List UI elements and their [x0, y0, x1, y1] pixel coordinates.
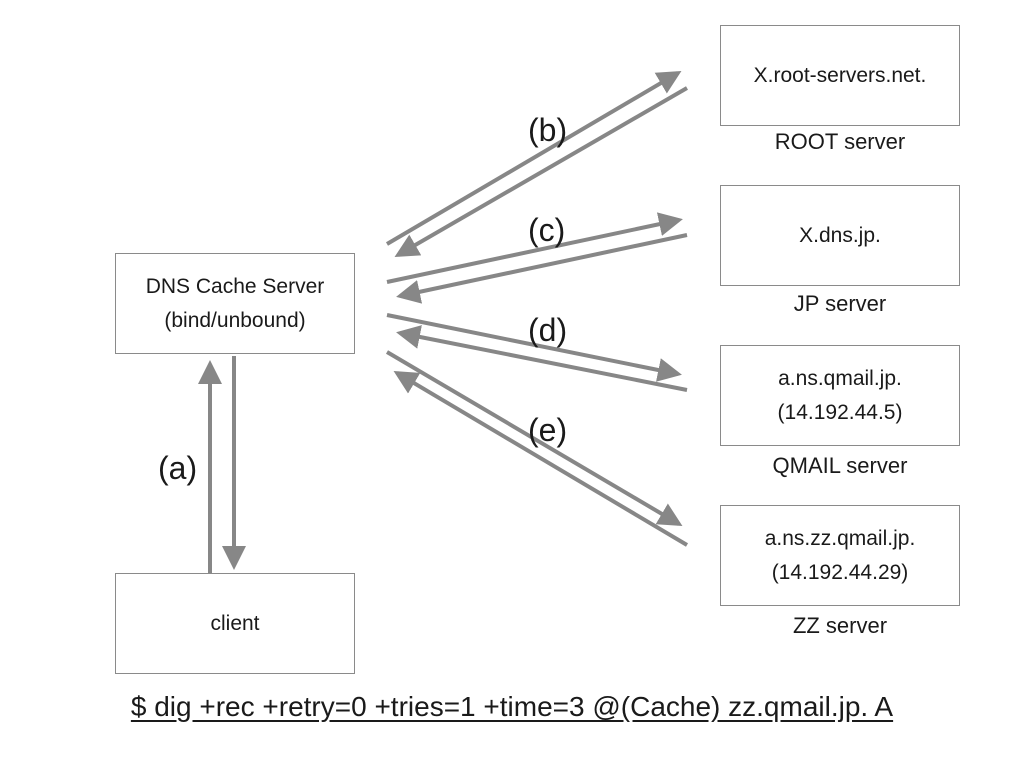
step-label-c: (c): [528, 212, 566, 248]
jp-server-box: X.dns.jp.: [720, 185, 960, 286]
arrow-cache-to-qmail: [386, 313, 682, 382]
dns-cache-server-box: DNS Cache Server (bind/unbound): [115, 253, 355, 354]
arrow-root-to-cache: [394, 86, 689, 258]
arrow-cache-to-jp: [386, 212, 683, 284]
root-server-box: X.root-servers.net.: [720, 25, 960, 126]
jp-server-caption: JP server: [793, 291, 887, 316]
root-server-host: X.root-servers.net.: [753, 63, 927, 87]
step-label-d: (d): [528, 312, 568, 348]
client-box: client: [115, 573, 355, 674]
zz-server-box: a.ns.zz.qmail.jp. (14.192.44.29): [720, 505, 960, 606]
step-label-b: (b): [528, 112, 568, 148]
dns-cache-server-software: (bind/unbound): [164, 308, 306, 332]
dig-command-text: $ dig +rec +retry=0 +tries=1 +time=3 @(C…: [130, 691, 894, 722]
qmail-server-ip: (14.192.44.5): [777, 400, 903, 424]
arrow-jp-to-cache: [396, 233, 688, 304]
dig-command: $ dig +rec +retry=0 +tries=1 +time=3 @(C…: [0, 690, 1024, 724]
root-server-caption: ROOT server: [774, 129, 906, 154]
qmail-server-host: a.ns.qmail.jp.: [778, 366, 902, 390]
arrow-zz-to-cache: [393, 370, 689, 547]
step-label-e: (e): [528, 412, 568, 448]
arrow-cache-to-root: [385, 70, 682, 246]
step-label-a: (a): [158, 450, 198, 486]
client-label: client: [210, 611, 260, 635]
arrow-cache-to-zz: [385, 350, 683, 527]
jp-server-host: X.dns.jp.: [799, 223, 881, 247]
arrow-qmail-to-cache: [396, 325, 688, 392]
zz-server-caption: ZZ server: [792, 613, 888, 638]
qmail-server-box: a.ns.qmail.jp. (14.192.44.5): [720, 345, 960, 446]
qmail-server-caption: QMAIL server: [772, 453, 908, 478]
zz-server-host: a.ns.zz.qmail.jp.: [764, 526, 916, 550]
zz-server-ip: (14.192.44.29): [771, 560, 909, 584]
dns-cache-server-title: DNS Cache Server: [145, 274, 325, 298]
